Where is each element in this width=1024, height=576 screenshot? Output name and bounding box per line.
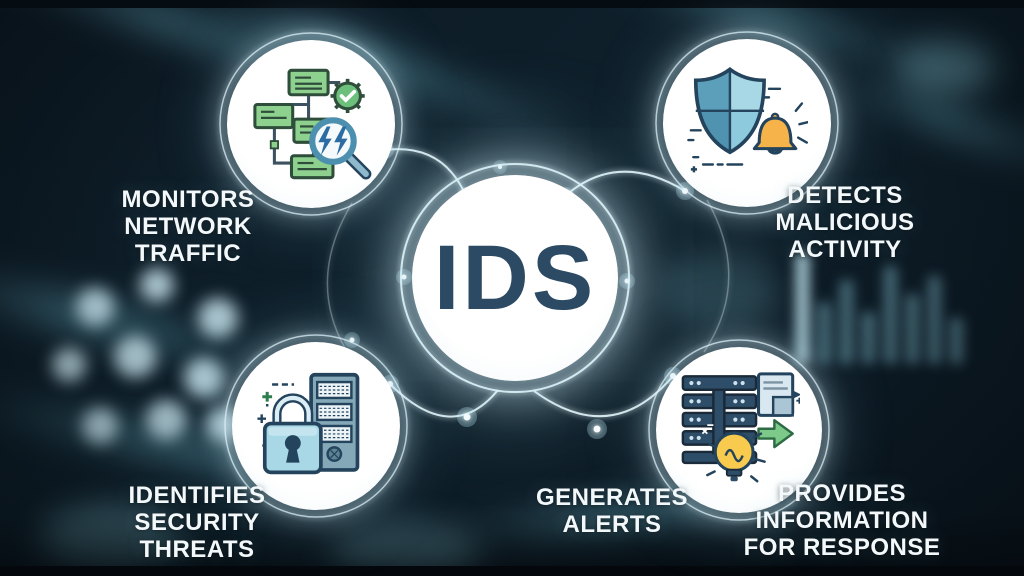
label-line: MONITORS xyxy=(121,186,255,213)
label-line: PROVIDES xyxy=(777,480,907,507)
label-identifies-security-threats: IDENTIFIES SECURITY THREATS xyxy=(67,482,327,563)
label-line: GENERATES xyxy=(535,484,689,511)
label-generates-alerts: GENERATES ALERTS xyxy=(502,484,722,538)
label-monitors-network-traffic: MONITORS NETWORK TRAFFIC xyxy=(58,186,318,267)
label-line: SECURITY xyxy=(134,509,260,536)
label-line: DETECTS xyxy=(787,182,903,209)
label-line: FOR RESPONSE xyxy=(743,534,941,561)
server-lightbulb-arrow-icon xyxy=(681,372,800,483)
label-line: TRAFFIC xyxy=(134,240,242,267)
label-line: MALICIOUS xyxy=(775,209,915,236)
bottom-fade xyxy=(0,512,1024,576)
label-detects-malicious-activity: DETECTS MALICIOUS ACTIVITY xyxy=(715,182,975,263)
label-line: THREATS xyxy=(139,536,255,563)
shield-bell-icon xyxy=(687,67,808,173)
label-line: NETWORK xyxy=(124,213,252,240)
ids-title: IDS xyxy=(433,227,597,329)
label-line: IDENTIFIES xyxy=(128,482,266,509)
top-edge-bar xyxy=(0,0,1024,8)
label-line: ACTIVITY xyxy=(788,236,902,263)
label-line: INFORMATION xyxy=(755,507,929,534)
center-node-ids: IDS xyxy=(412,175,618,381)
padlock-server-icon xyxy=(257,372,360,475)
label-provides-information-for-response: PROVIDES INFORMATION FOR RESPONSE xyxy=(712,480,972,561)
node-monitors-network-traffic xyxy=(227,40,395,208)
flowchart-magnifier-icon xyxy=(253,68,372,180)
label-line: ALERTS xyxy=(562,511,662,538)
bottom-edge-bar xyxy=(0,566,1024,576)
